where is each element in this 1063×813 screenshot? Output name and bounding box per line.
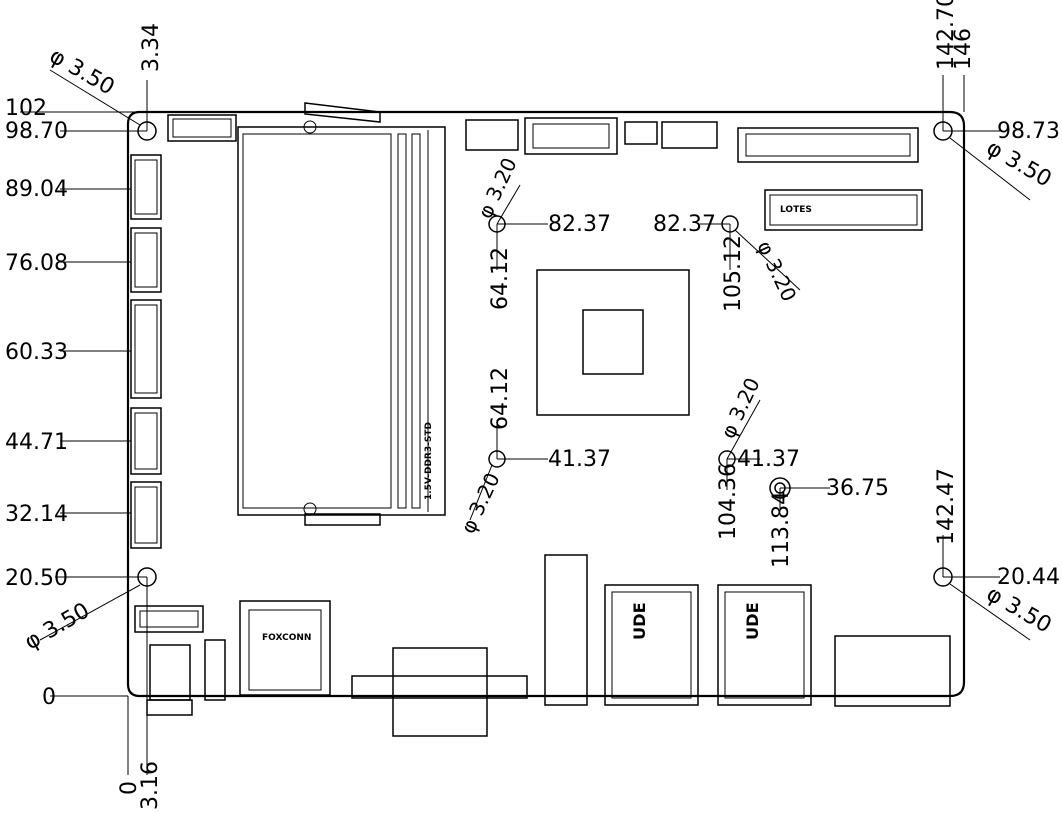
- bottom-io: FOXCONN UDE UDE: [134, 554, 951, 737]
- dimension-lines: [20, 69, 1031, 775]
- lotes-label: LOTES: [780, 205, 812, 215]
- dim-header-5: 32.14: [5, 502, 68, 527]
- dim-cpu-br-y: 41.37: [737, 447, 800, 472]
- dim-cpu-tr-dia: φ 3.20: [752, 237, 801, 305]
- top-header: [167, 114, 237, 142]
- dim-standoff-y: 36.75: [826, 476, 889, 501]
- dim-cpu-bl-y: 41.37: [548, 447, 611, 472]
- foxconn-label: FOXCONN: [262, 633, 311, 643]
- udp-label-2: UDE: [743, 602, 762, 640]
- dim-header-1: 89.04: [5, 177, 68, 202]
- cpu: [536, 269, 690, 416]
- dim-bottom-left-y: 20.50: [5, 566, 68, 591]
- top-connectors: [465, 117, 919, 163]
- dim-top-left-dia: φ 3.50: [45, 44, 119, 101]
- dim-top-right-x-hole: 142.70: [934, 0, 959, 70]
- dim-cpu-br-x: 104.36: [716, 463, 741, 540]
- dim-top-left-x: 3.34: [139, 23, 164, 72]
- udp-label-1: UDE: [630, 602, 649, 640]
- dim-cpu-tr-y: 82.37: [653, 212, 716, 237]
- dim-header-3: 60.33: [5, 340, 68, 365]
- dim-cpu-tl-x: 64.12: [488, 247, 513, 310]
- left-headers: [130, 154, 162, 549]
- sodimm-label: 1.5V-DDR3-STD: [424, 422, 434, 500]
- mounting-holes: [137, 121, 953, 587]
- dim-cpu-tl-dia: φ 3.20: [473, 154, 522, 222]
- dim-bottom-right-y: 20.44: [997, 565, 1060, 590]
- dim-header-4: 44.71: [5, 430, 68, 455]
- dim-top-left-y-outer: 102: [5, 96, 47, 121]
- lotes-connector: LOTES: [764, 189, 923, 231]
- dim-cpu-bl-dia: φ 3.20: [456, 469, 505, 537]
- dim-cpu-tl-y: 82.37: [548, 212, 611, 237]
- dim-top-right-x-edge: 146: [951, 28, 976, 70]
- dim-bottom-right-dia: φ 3.50: [982, 582, 1056, 639]
- dim-origin-y: 0: [42, 685, 56, 710]
- dim-bottom-left-dia: φ 3.50: [21, 598, 95, 655]
- dim-bottom-right-x: 142.47: [934, 468, 959, 545]
- dim-cpu-bl-x: 64.12: [488, 367, 513, 430]
- dim-top-right-dia: φ 3.50: [982, 136, 1056, 193]
- dim-origin-x: 0: [117, 781, 142, 795]
- dim-cpu-tr-x: 105.12: [721, 235, 746, 312]
- dim-top-right-y: 98.73: [997, 119, 1060, 144]
- board-outline: [126, 110, 966, 698]
- sodimm-slot: 1.5V-DDR3-STD: [237, 102, 446, 526]
- dim-bottom-left-x: 3.16: [138, 761, 163, 810]
- dim-header-2: 76.08: [5, 251, 68, 276]
- dim-cpu-br-dia: φ 3.20: [716, 374, 765, 442]
- dim-top-left-y-hole: 98.70: [5, 119, 68, 144]
- dim-standoff-x: 113.84: [769, 491, 794, 568]
- dimension-labels: φ 3.50 3.34 102 98.70 89.04 76.08 60.33 …: [5, 0, 1060, 810]
